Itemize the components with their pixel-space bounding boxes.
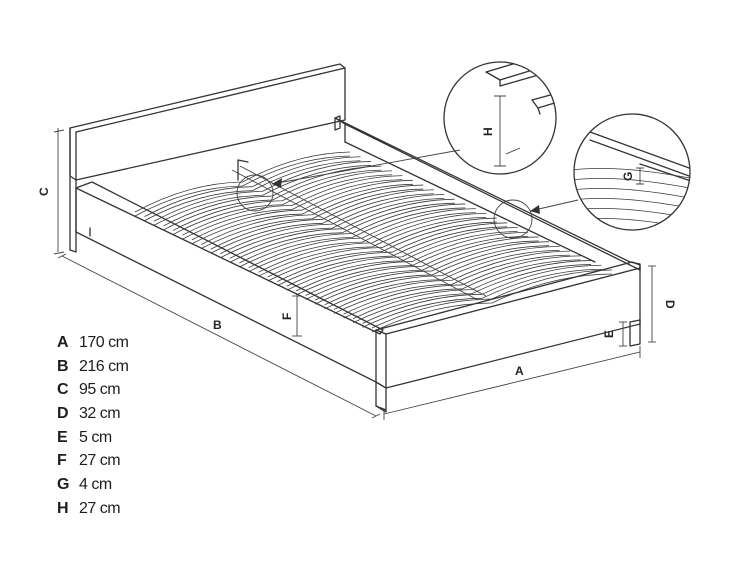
slat (172, 170, 392, 231)
detail-circle-g (573, 113, 691, 231)
slat (305, 236, 539, 296)
legend-row-f: F 27 cm (57, 449, 197, 473)
slat (333, 254, 571, 314)
slat (248, 208, 476, 269)
slat (352, 264, 592, 324)
legend-key: D (57, 405, 69, 423)
label-a: A (515, 364, 524, 378)
label-d: D (663, 300, 677, 309)
legend-value: 216 cm (79, 357, 129, 375)
slat-detail (574, 207, 690, 221)
legend-value: 170 cm (79, 334, 129, 351)
legend-row-d: D 32 cm (57, 402, 197, 426)
legend-row-e: E 5 cm (57, 426, 197, 450)
side-rail-near (75, 181, 384, 383)
slat-detail (574, 217, 690, 230)
slat (210, 193, 434, 254)
slat (229, 202, 455, 263)
label-e: E (602, 330, 616, 338)
legend-value: 5 cm (79, 428, 112, 446)
legend-value: 27 cm (79, 499, 121, 517)
slat (144, 156, 361, 217)
slat (182, 179, 403, 240)
slat (191, 183, 413, 245)
slatted-base (134, 151, 613, 333)
slat (324, 250, 560, 310)
legend-key: E (57, 428, 68, 446)
legend-row-h: H 27 cm (57, 497, 197, 521)
slat (371, 269, 613, 329)
slat-detail (574, 167, 690, 181)
slat (201, 188, 424, 249)
slat (172, 174, 392, 235)
legend-value: 27 cm (79, 452, 121, 470)
slat (239, 207, 466, 268)
legend-key: B (57, 357, 69, 375)
slat-detail (574, 187, 690, 201)
slat (324, 246, 560, 306)
slat (248, 212, 476, 273)
legend-value: 95 cm (79, 381, 121, 399)
bed-legs (375, 319, 641, 413)
slat (343, 259, 581, 319)
slat (134, 155, 351, 217)
slat (333, 250, 571, 310)
slat (343, 255, 581, 315)
legend-row-b: B 216 cm (57, 355, 197, 379)
slat (258, 216, 487, 277)
slat (163, 169, 382, 231)
slat (362, 268, 602, 328)
label-g: G (621, 172, 635, 181)
legend-key: H (57, 499, 69, 517)
slat (182, 175, 403, 236)
slat (314, 245, 550, 305)
slat (191, 179, 413, 241)
label-c: C (37, 187, 51, 196)
slat (286, 231, 518, 291)
legend-key: F (57, 452, 67, 470)
dimension-legend: A 170 cm B 216 cm C 95 cm D 32 cm E 5 cm F 27 … (57, 331, 197, 521)
legend-key: A (57, 334, 69, 351)
slat (286, 227, 518, 287)
slat (267, 217, 497, 278)
legend-value: 4 cm (79, 476, 112, 494)
slat (258, 212, 487, 273)
slat (153, 161, 371, 222)
legend-key: G (57, 476, 70, 494)
slat (134, 151, 351, 213)
slat (371, 273, 613, 333)
legend-value: 32 cm (79, 405, 121, 423)
legend-row-g: G 4 cm (57, 473, 197, 497)
slat (220, 198, 445, 259)
slat (267, 221, 497, 282)
label-b: B (213, 318, 222, 332)
slat (295, 231, 529, 292)
detail-circle-h (443, 61, 557, 175)
slat-detail (574, 177, 690, 191)
legend-row-a: A 170 cm (57, 331, 197, 355)
slat (210, 189, 434, 250)
slat (277, 222, 508, 282)
legend-key: C (57, 381, 69, 399)
slat (220, 194, 445, 255)
slat (314, 241, 550, 301)
slat (229, 198, 455, 259)
slat (144, 160, 361, 221)
slat (352, 260, 592, 320)
legend-row-c: C 95 cm (57, 378, 197, 402)
detail-callouts (236, 149, 579, 239)
label-f: F (280, 313, 294, 320)
label-h: H (481, 127, 495, 136)
slat (153, 165, 371, 226)
slat (201, 184, 424, 245)
slat (277, 226, 508, 286)
dimension-lines (53, 128, 656, 420)
